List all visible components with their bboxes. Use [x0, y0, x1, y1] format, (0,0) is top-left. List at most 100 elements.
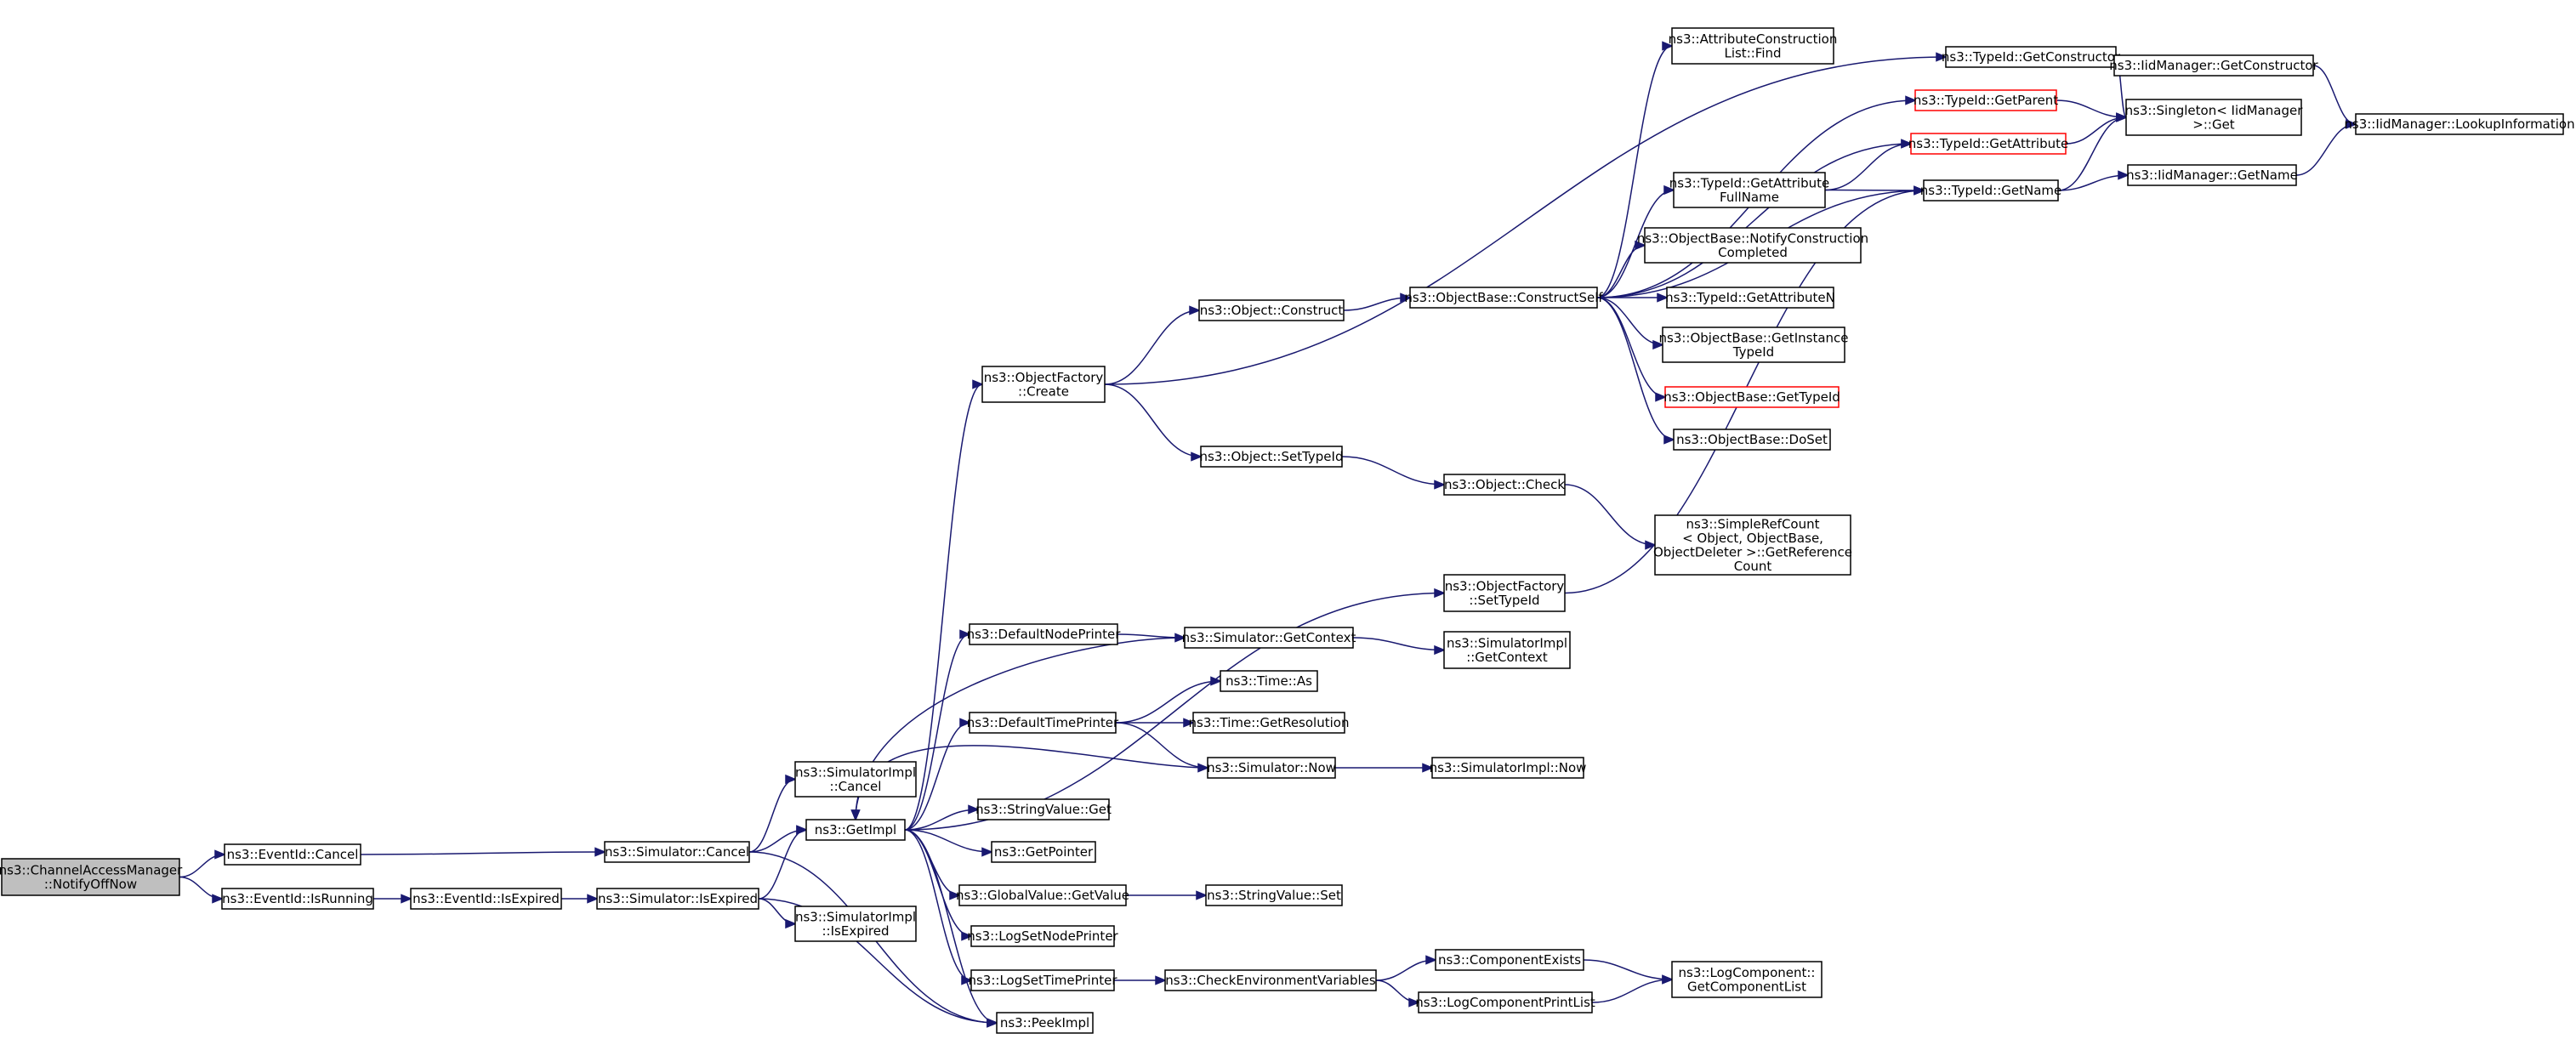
- graph-node-n19[interactable]: ns3::Object::SetTypeId: [1200, 446, 1344, 468]
- graph-node-n14[interactable]: ns3::GetPointer: [991, 841, 1096, 863]
- node-label: ns3::Singleton< IidManager: [2125, 103, 2304, 118]
- edge-n12-n21: [1115, 676, 1222, 724]
- node-box: [970, 925, 1115, 947]
- edge-n32-n45: [1591, 974, 1674, 1003]
- node-box: [1207, 757, 1336, 779]
- node-box: [1198, 299, 1345, 321]
- graph-node-n43[interactable]: ns3::TypeId::GetName: [1920, 179, 2061, 202]
- graph-node-n45[interactable]: ns3::LogComponent::GetComponentList: [1671, 961, 1823, 998]
- node-label: ::GetContext: [1466, 650, 1548, 665]
- node-box: [1409, 287, 1598, 309]
- edge-n23-n30: [1335, 763, 1434, 773]
- graph-node-n23[interactable]: ns3::Simulator::Now: [1207, 757, 1336, 779]
- graph-node-n44[interactable]: ns3::SimpleRefCount< Object, ObjectBase,…: [1653, 514, 1852, 576]
- graph-node-n41[interactable]: ns3::ObjectBase::DoSet: [1673, 429, 1831, 451]
- graph-node-n16[interactable]: ns3::LogSetNodePrinter: [967, 925, 1119, 947]
- node-box: [970, 969, 1115, 991]
- graph-node-n6[interactable]: ns3::SimulatorImpl::Cancel: [794, 761, 917, 798]
- graph-node-n30[interactable]: ns3::SimulatorImpl::Now: [1430, 757, 1587, 779]
- edge-n48-n49: [2295, 119, 2357, 176]
- graph-node-n21[interactable]: ns3::Time::As: [1220, 670, 1318, 692]
- node-label: ::Cancel: [830, 779, 882, 794]
- graph-node-n2[interactable]: ns3::EventId::IsRunning: [221, 888, 374, 910]
- graph-node-n49[interactable]: ns3::IidManager::LookupInformation: [2344, 113, 2575, 135]
- node-label: ns3::ChannelAccessManager: [0, 862, 183, 877]
- graph-node-n42[interactable]: ns3::TypeId::GetConstructor: [1942, 46, 2121, 68]
- graph-node-n27[interactable]: ns3::Object::Check: [1443, 474, 1566, 496]
- graph-node-n31[interactable]: ns3::ComponentExists: [1435, 949, 1584, 971]
- graph-node-n7[interactable]: ns3::GetImpl: [805, 819, 906, 841]
- graph-node-n37[interactable]: ns3::ObjectBase::NotifyConstructionCompl…: [1637, 227, 1868, 264]
- node-label: ::NotifyOffNow: [44, 877, 137, 892]
- graph-node-n48[interactable]: ns3::IidManager::GetName: [2126, 164, 2298, 186]
- graph-node-n28[interactable]: ns3::ObjectFactory::SetTypeId: [1443, 574, 1566, 612]
- edge-n19-n27: [1341, 456, 1446, 490]
- node-box: [958, 884, 1127, 906]
- node-label: < Object, ObjectBase,: [1682, 531, 1823, 546]
- node-label: TypeId: [1732, 344, 1774, 360]
- graph-node-n0[interactable]: ns3::ChannelAccessManager::NotifyOffNow: [0, 858, 183, 896]
- graph-node-n22[interactable]: ns3::Time::GetResolution: [1189, 712, 1350, 734]
- edge-n27-n44: [1564, 484, 1657, 550]
- node-label: ns3::ObjectBase::GetInstance: [1659, 330, 1849, 345]
- graph-node-n1[interactable]: ns3::EventId::Cancel: [224, 843, 361, 866]
- edge-n43-n48: [2057, 170, 2130, 191]
- node-label: ns3::LogSetTimePrinter: [968, 973, 1117, 988]
- graph-node-n40[interactable]: ns3::ObjectBase::GetTypeId: [1663, 386, 1840, 408]
- edge-n25-n31: [1375, 955, 1437, 981]
- node-label: ns3::Simulator::Now: [1207, 760, 1336, 775]
- graph-node-n24[interactable]: ns3::StringValue::Set: [1205, 884, 1343, 906]
- edge-n10-n19: [1104, 383, 1203, 462]
- graph-node-n20[interactable]: ns3::Simulator::GetContext: [1182, 627, 1356, 649]
- graph-node-n12[interactable]: ns3::DefaultTimePrinter: [967, 712, 1119, 734]
- graph-node-n10[interactable]: ns3::ObjectFactory::Create: [981, 366, 1106, 403]
- graph-node-n47[interactable]: ns3::Singleton< IidManager >::Get: [2125, 99, 2304, 136]
- node-box: [1435, 949, 1584, 971]
- node-label: ns3::IidManager::LookupInformation: [2344, 116, 2574, 132]
- edge-n36-n35: [1824, 139, 1913, 191]
- graph-node-n34[interactable]: ns3::TypeId::GetParent: [1914, 89, 2058, 111]
- edge-n7-n14: [904, 829, 993, 857]
- graph-node-n9[interactable]: ns3::PeekImpl: [996, 1012, 1094, 1034]
- graph-node-n3[interactable]: ns3::Simulator::Cancel: [604, 841, 750, 863]
- graph-node-n46[interactable]: ns3::IidManager::GetConstructor: [2109, 54, 2319, 77]
- node-label: ns3::Simulator::GetContext: [1182, 630, 1356, 645]
- graph-node-n25[interactable]: ns3::CheckEnvironmentVariables: [1164, 969, 1377, 991]
- edge-n31-n45: [1583, 959, 1674, 985]
- node-label: ns3::ObjectFactory: [1445, 578, 1565, 593]
- node-box: [2113, 54, 2314, 77]
- graph-node-n5[interactable]: ns3::Simulator::IsExpired: [596, 888, 759, 910]
- edge-n18-n26: [1343, 292, 1412, 311]
- graph-node-n29[interactable]: ns3::SimulatorImpl::GetContext: [1443, 631, 1571, 669]
- node-label: ns3::TypeId::GetAttribute: [1908, 136, 2068, 151]
- node-box: [2127, 164, 2297, 186]
- graph-node-n32[interactable]: ns3::LogComponentPrintList: [1415, 991, 1595, 1013]
- node-box: [1418, 991, 1593, 1013]
- edge-n12-n22: [1115, 718, 1195, 728]
- graph-node-n15[interactable]: ns3::GlobalValue::GetValue: [956, 884, 1129, 906]
- graph-node-n17[interactable]: ns3::LogSetTimePrinter: [968, 969, 1117, 991]
- graph-node-n35[interactable]: ns3::TypeId::GetAttribute: [1908, 133, 2068, 155]
- node-box: [2125, 99, 2302, 136]
- graph-node-n26[interactable]: ns3::ObjectBase::ConstructSelf: [1404, 287, 1603, 309]
- node-label: ns3::EventId::IsRunning: [222, 891, 373, 906]
- node-label: ns3::PeekImpl: [1000, 1015, 1089, 1030]
- node-label: ns3::Object::SetTypeId: [1200, 449, 1344, 464]
- graph-node-n4[interactable]: ns3::EventId::IsExpired: [410, 888, 562, 910]
- node-box: [1184, 627, 1354, 649]
- graph-node-n38[interactable]: ns3::TypeId::GetAttributeN: [1665, 287, 1835, 309]
- node-label: ns3::GetPointer: [994, 844, 1094, 860]
- graph-node-n18[interactable]: ns3::Object::Construct: [1198, 299, 1345, 321]
- node-label: ns3::GetImpl: [815, 822, 896, 837]
- edge-n7-n10: [904, 379, 984, 831]
- graph-node-n8[interactable]: ns3::SimulatorImpl::IsExpired: [794, 906, 917, 942]
- graph-node-n13[interactable]: ns3::StringValue::Get: [975, 798, 1112, 820]
- edge-n7-n9: [904, 829, 998, 1028]
- edge-n5-n7: [758, 825, 808, 900]
- graph-node-n11[interactable]: ns3::DefaultNodePrinter: [967, 623, 1122, 645]
- node-box: [221, 888, 374, 910]
- node-label: ns3::LogComponent::: [1679, 965, 1816, 980]
